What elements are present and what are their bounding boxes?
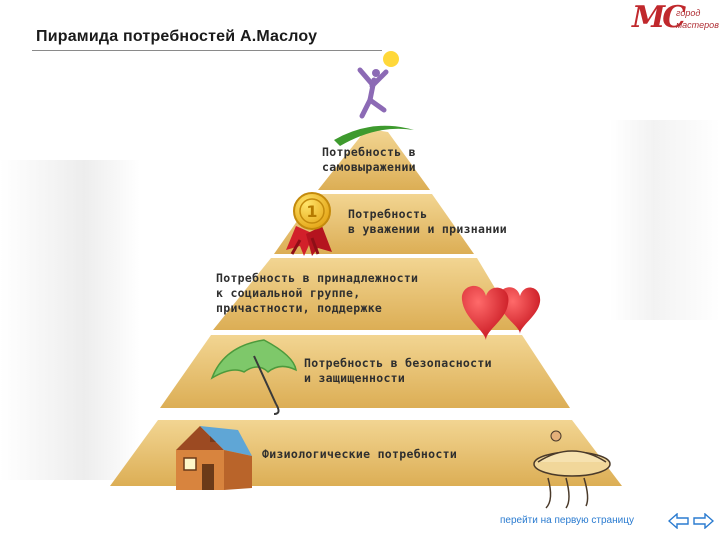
- level-label-esteem: Потребность в уважении и признании: [348, 207, 507, 236]
- page-title: Пирамида потребностей А.Маслоу: [36, 28, 318, 45]
- logo-line-2: мастеров: [676, 20, 719, 30]
- house-icon: [176, 426, 252, 490]
- food-plate-icon: [533, 430, 611, 509]
- background-texture-left: [0, 160, 140, 480]
- sun-icon: [383, 51, 399, 67]
- level-label-physiological: Физиологические потребности: [262, 447, 458, 461]
- go-to-first-page-link[interactable]: перейти на первую страницу: [500, 515, 634, 526]
- level-label-self-actualization: Потребность в самовыражении: [322, 145, 416, 174]
- brand-logo: MC город мастеров: [632, 0, 719, 36]
- pyramid-level-belonging: [213, 258, 520, 330]
- hearts-icon: [461, 285, 541, 340]
- umbrella-icon: [210, 339, 297, 415]
- grass-arc-decoration: [334, 125, 414, 146]
- level-label-safety: Потребность в безопасности и защищенност…: [304, 356, 492, 385]
- gold-medal-icon: 1: [286, 192, 332, 256]
- logo-line-1: город: [676, 8, 701, 18]
- pyramid-level-self-actualization: [318, 130, 430, 190]
- jumping-person-icon: [357, 67, 389, 119]
- medal-number: 1: [306, 202, 317, 221]
- title-underline: [32, 50, 382, 51]
- background-texture-right: [610, 120, 720, 320]
- next-arrow-icon[interactable]: [692, 513, 714, 529]
- level-label-belonging: Потребность в принадлежности к социально…: [216, 271, 419, 315]
- prev-arrow-icon[interactable]: [668, 513, 690, 529]
- logo-mark: MC: [632, 0, 686, 35]
